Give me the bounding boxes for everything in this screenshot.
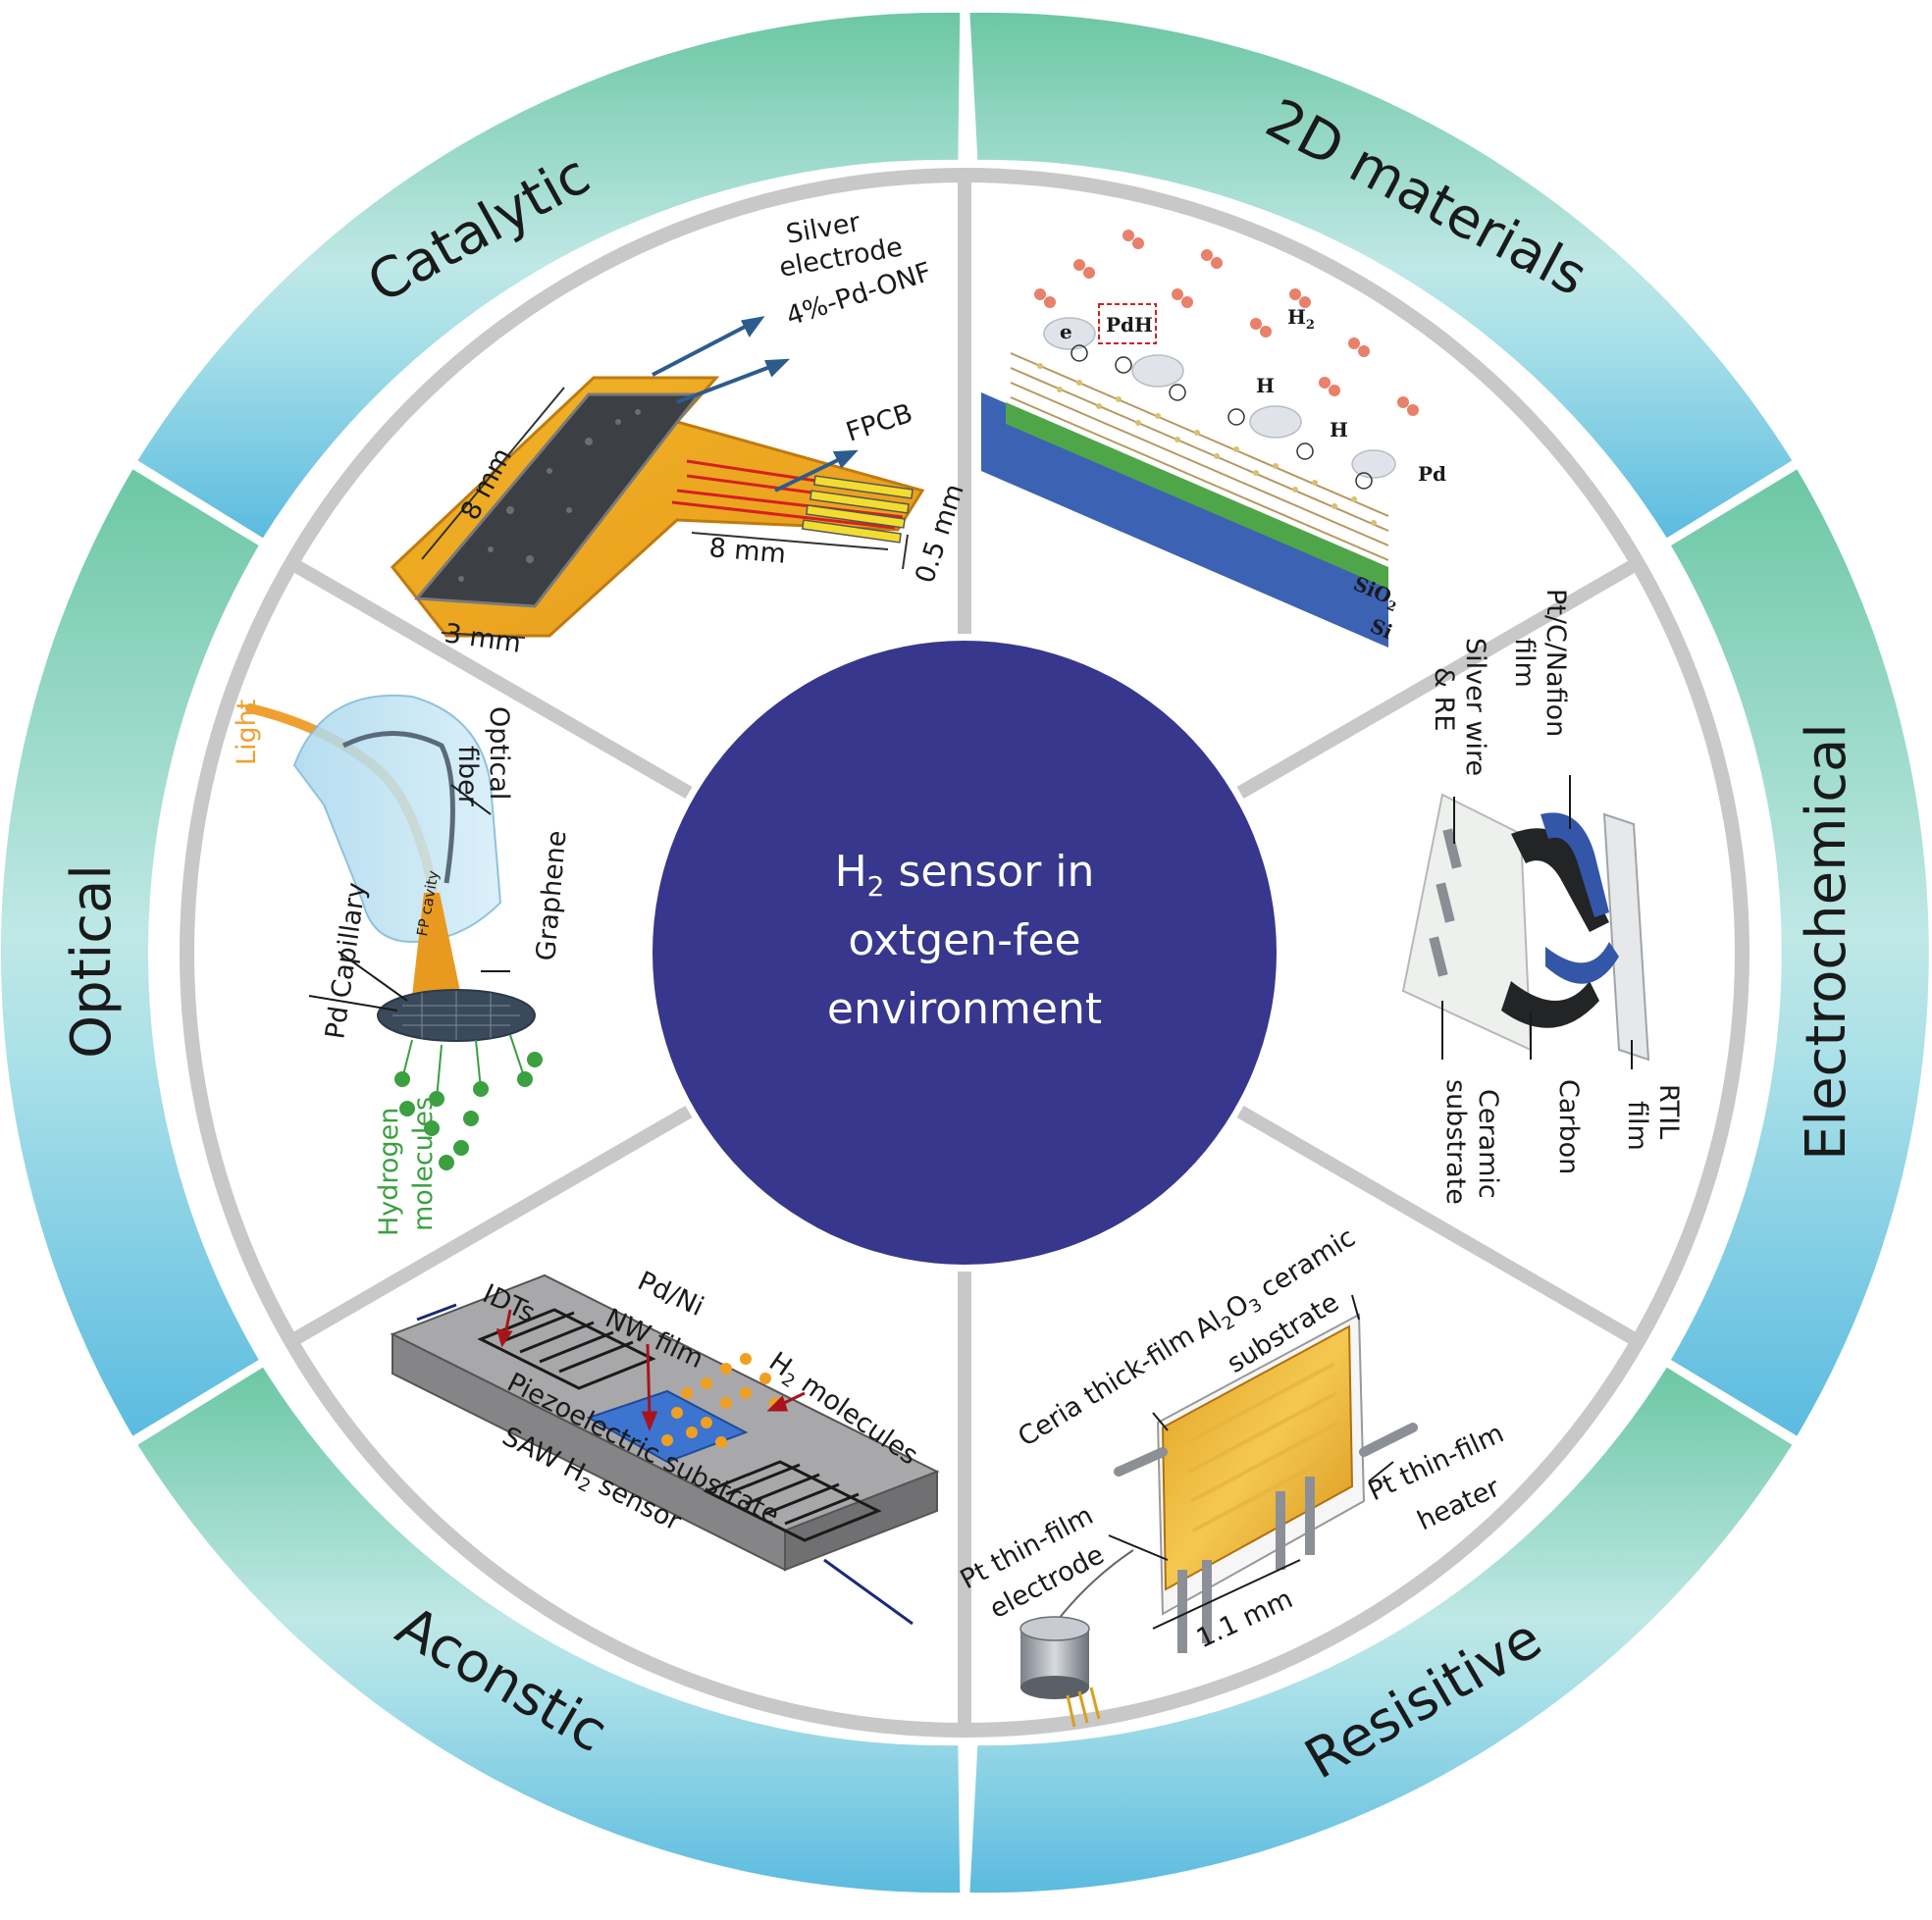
spoke-top-left	[292, 559, 693, 800]
hydrogen-chains	[394, 1034, 543, 1170]
heater-pattern	[1186, 1362, 1341, 1532]
center-h: H	[835, 847, 867, 897]
label-ceramic: Ceramic	[1473, 1089, 1503, 1199]
label-h2-main: H	[1287, 305, 1306, 329]
spoke-top-right	[1236, 559, 1637, 800]
fiber-core	[341, 731, 455, 884]
film-texture	[458, 409, 641, 582]
segment-title-optical: Optical	[60, 864, 124, 1059]
callout-arrows	[652, 316, 859, 493]
ring-sector-acoustic	[137, 1367, 961, 1894]
label-h2-sub: 2	[1306, 318, 1315, 333]
center-title-line-1: H2 sensor in	[835, 847, 1095, 903]
label-pd: Pd	[1418, 462, 1446, 486]
hydrogen-molecules	[1034, 230, 1419, 416]
optical-illustration: Light Optical fiber Pd Capillary FP cavi…	[232, 694, 573, 1236]
label-fiber: fiber	[452, 746, 483, 807]
contact-fingers	[801, 475, 914, 544]
center-title-line-3: environment	[827, 984, 1102, 1034]
label-h2: H2	[1287, 305, 1315, 333]
spoke-bottom-left	[292, 1105, 693, 1345]
segment-title-electrochemical: Electrochemical	[1795, 723, 1858, 1161]
electrochemical-illustration: Pt/C/Nafion film Silver wire & RE Cerami…	[1401, 589, 1684, 1205]
electron-markers	[1070, 344, 1373, 490]
pins	[1177, 1477, 1315, 1653]
label-rtil: RTIL	[1653, 1084, 1684, 1139]
sio2-layer	[1006, 402, 1388, 589]
pt-nafion-film	[1540, 812, 1619, 984]
label-ceramic-substrate: substrate	[1440, 1079, 1471, 1205]
label-silver-wire-re: & RE	[1429, 667, 1459, 731]
label-light: Light	[232, 700, 262, 765]
catalytic-illustration: Silver electrode 4%-Pd-ONF FPCB 8 mm 8 m…	[390, 207, 970, 659]
label-pt-c-nafion: Pt/C/Nafion	[1540, 589, 1571, 737]
outer-ring	[0, 12, 1929, 1894]
pdh-highlight-box	[1098, 303, 1157, 344]
pd-nanoparticles	[1043, 317, 1396, 479]
carbon-electrode	[1501, 828, 1609, 1028]
graphene-mesh	[392, 991, 520, 1040]
lattice-nodes	[1037, 363, 1377, 526]
label-e: e	[1060, 320, 1072, 343]
support-rods	[1114, 1423, 1418, 1477]
fp-cavity-cone	[412, 893, 461, 996]
output-wire	[823, 1558, 914, 1626]
optical-leader-lines	[308, 784, 510, 1012]
label-silver-wire: Silver wire	[1460, 638, 1490, 776]
label-optical: Optical	[484, 706, 514, 800]
label-molecules: molecules	[408, 1097, 439, 1231]
label-hydrogen: Hydrogen	[374, 1108, 404, 1236]
silver-wires	[1429, 828, 1462, 977]
center-h-sub: 2	[867, 870, 885, 903]
dimension-lines	[421, 387, 909, 639]
center-circle	[653, 641, 1277, 1265]
materials-2d-illustration: PdH e H2 H H Pd SiO2 Si	[981, 230, 1446, 648]
label-pt-c-nafion-film: film	[1509, 638, 1540, 688]
label-h-2: H	[1330, 418, 1348, 441]
center-rest: sensor in	[885, 847, 1095, 897]
label-h-1: H	[1256, 374, 1275, 397]
ring-sector-catalytic	[137, 12, 961, 539]
label-rtil-film: film	[1622, 1101, 1652, 1151]
input-wire	[416, 1303, 457, 1322]
rtil-film-plate	[1602, 812, 1650, 1062]
label-carbon: Carbon	[1553, 1079, 1584, 1174]
saw-substrate-end	[784, 1470, 938, 1572]
lattice-layers	[1010, 352, 1389, 561]
label-pdh: PdH	[1106, 313, 1153, 337]
spoke-bottom-right	[1236, 1105, 1637, 1345]
ring-sector-resistive	[969, 1367, 1793, 1894]
resistive-leader-lines	[1108, 1294, 1394, 1630]
acoustic-arrows	[496, 1309, 806, 1432]
ring-sector-optical	[0, 469, 259, 1436]
spoke-dividers	[292, 177, 1637, 1729]
center-title-line-2: oxtgen-fee	[848, 915, 1080, 965]
packaged-sensor	[1019, 1616, 1101, 1728]
center-hub: H2 sensor in oxtgen-fee environment	[653, 641, 1277, 1265]
pd-ni-nw-film	[586, 1389, 749, 1464]
ring-sector-electrochemical	[1671, 469, 1929, 1436]
idt-right	[703, 1460, 882, 1542]
leader-lines	[1441, 775, 1633, 1069]
idt-left	[477, 1308, 656, 1390]
ring-sector-2d-materials	[969, 12, 1793, 539]
label-8mm-horizontal: 8 mm	[707, 533, 787, 570]
sensor-cable	[1054, 1549, 1134, 1625]
